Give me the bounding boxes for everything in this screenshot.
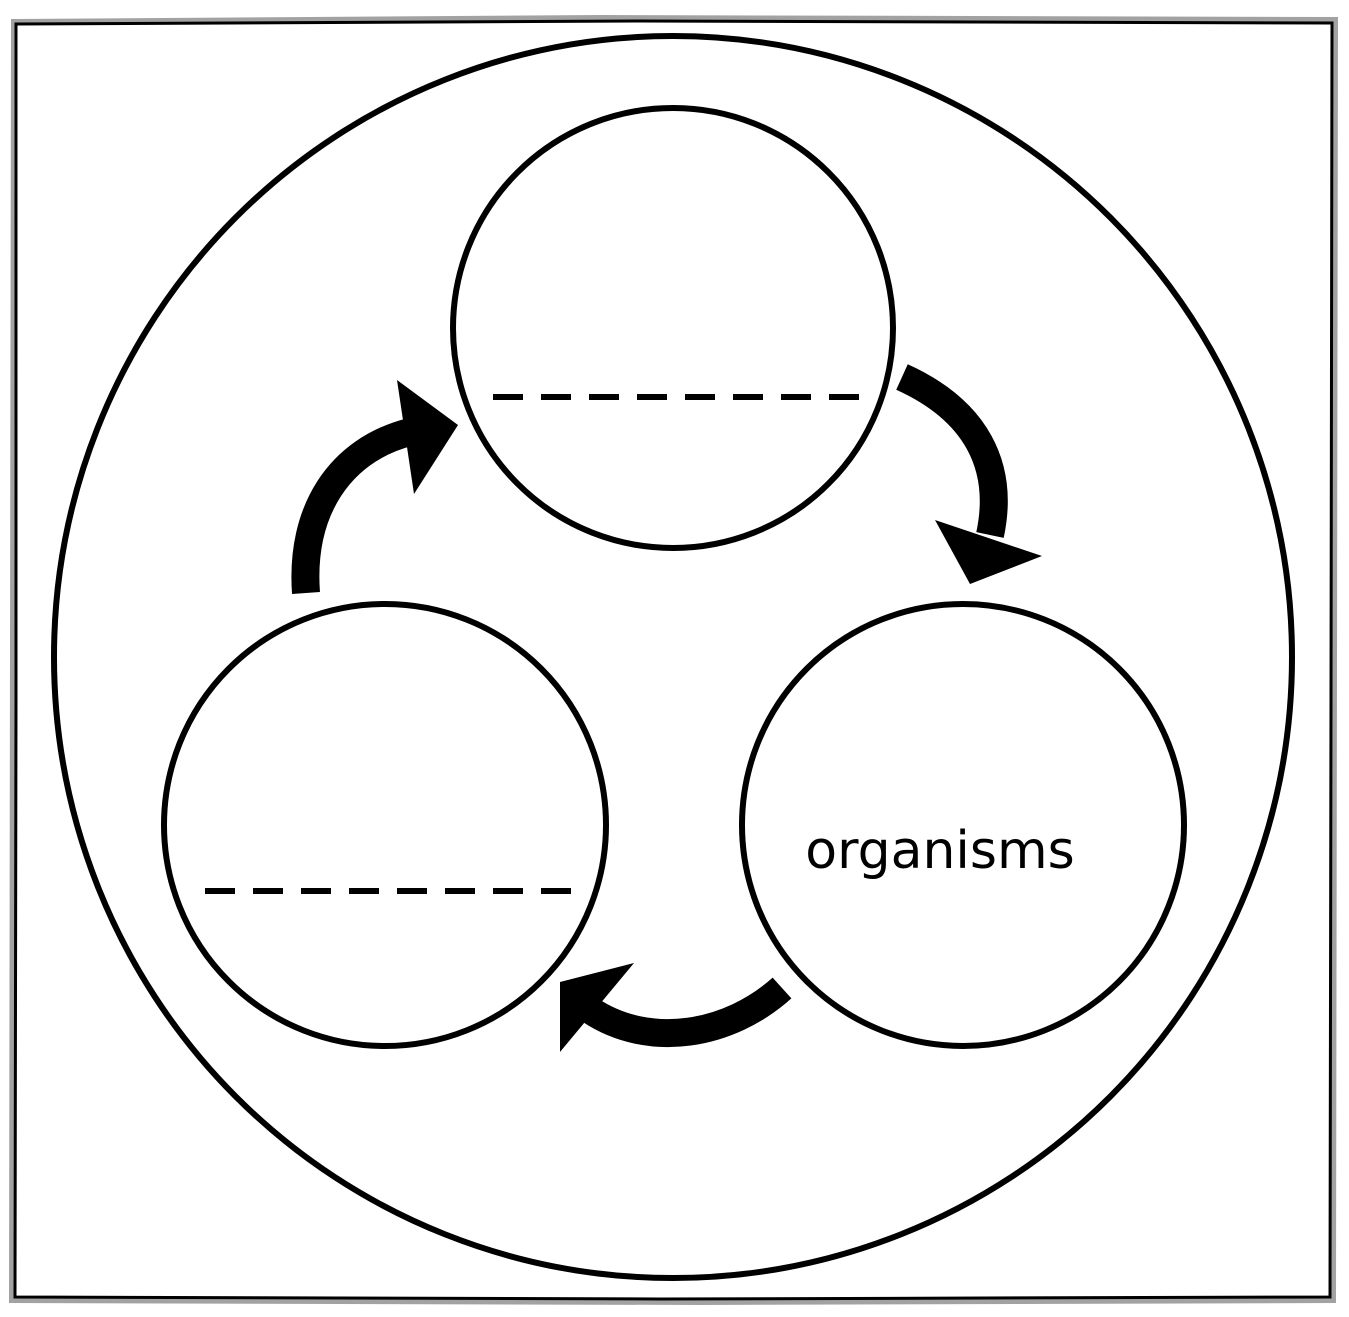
node-bottom-left <box>161 601 609 1049</box>
node-top <box>450 105 896 551</box>
arrow-top-to-bottom-right <box>896 364 1042 584</box>
arrow-bottom-right-to-bottom-left <box>560 963 792 1052</box>
arrow-bottom-left-to-top <box>291 380 458 595</box>
node-top-circle <box>450 105 896 551</box>
picture-frame <box>8 14 1339 1306</box>
node-bottom-right: organisms <box>739 601 1187 1049</box>
node-bottom-right-circle <box>739 601 1187 1049</box>
node-bottom-right-label: organisms <box>805 821 1074 881</box>
node-bottom-left-circle <box>161 601 609 1049</box>
outer-circle <box>51 33 1295 1281</box>
